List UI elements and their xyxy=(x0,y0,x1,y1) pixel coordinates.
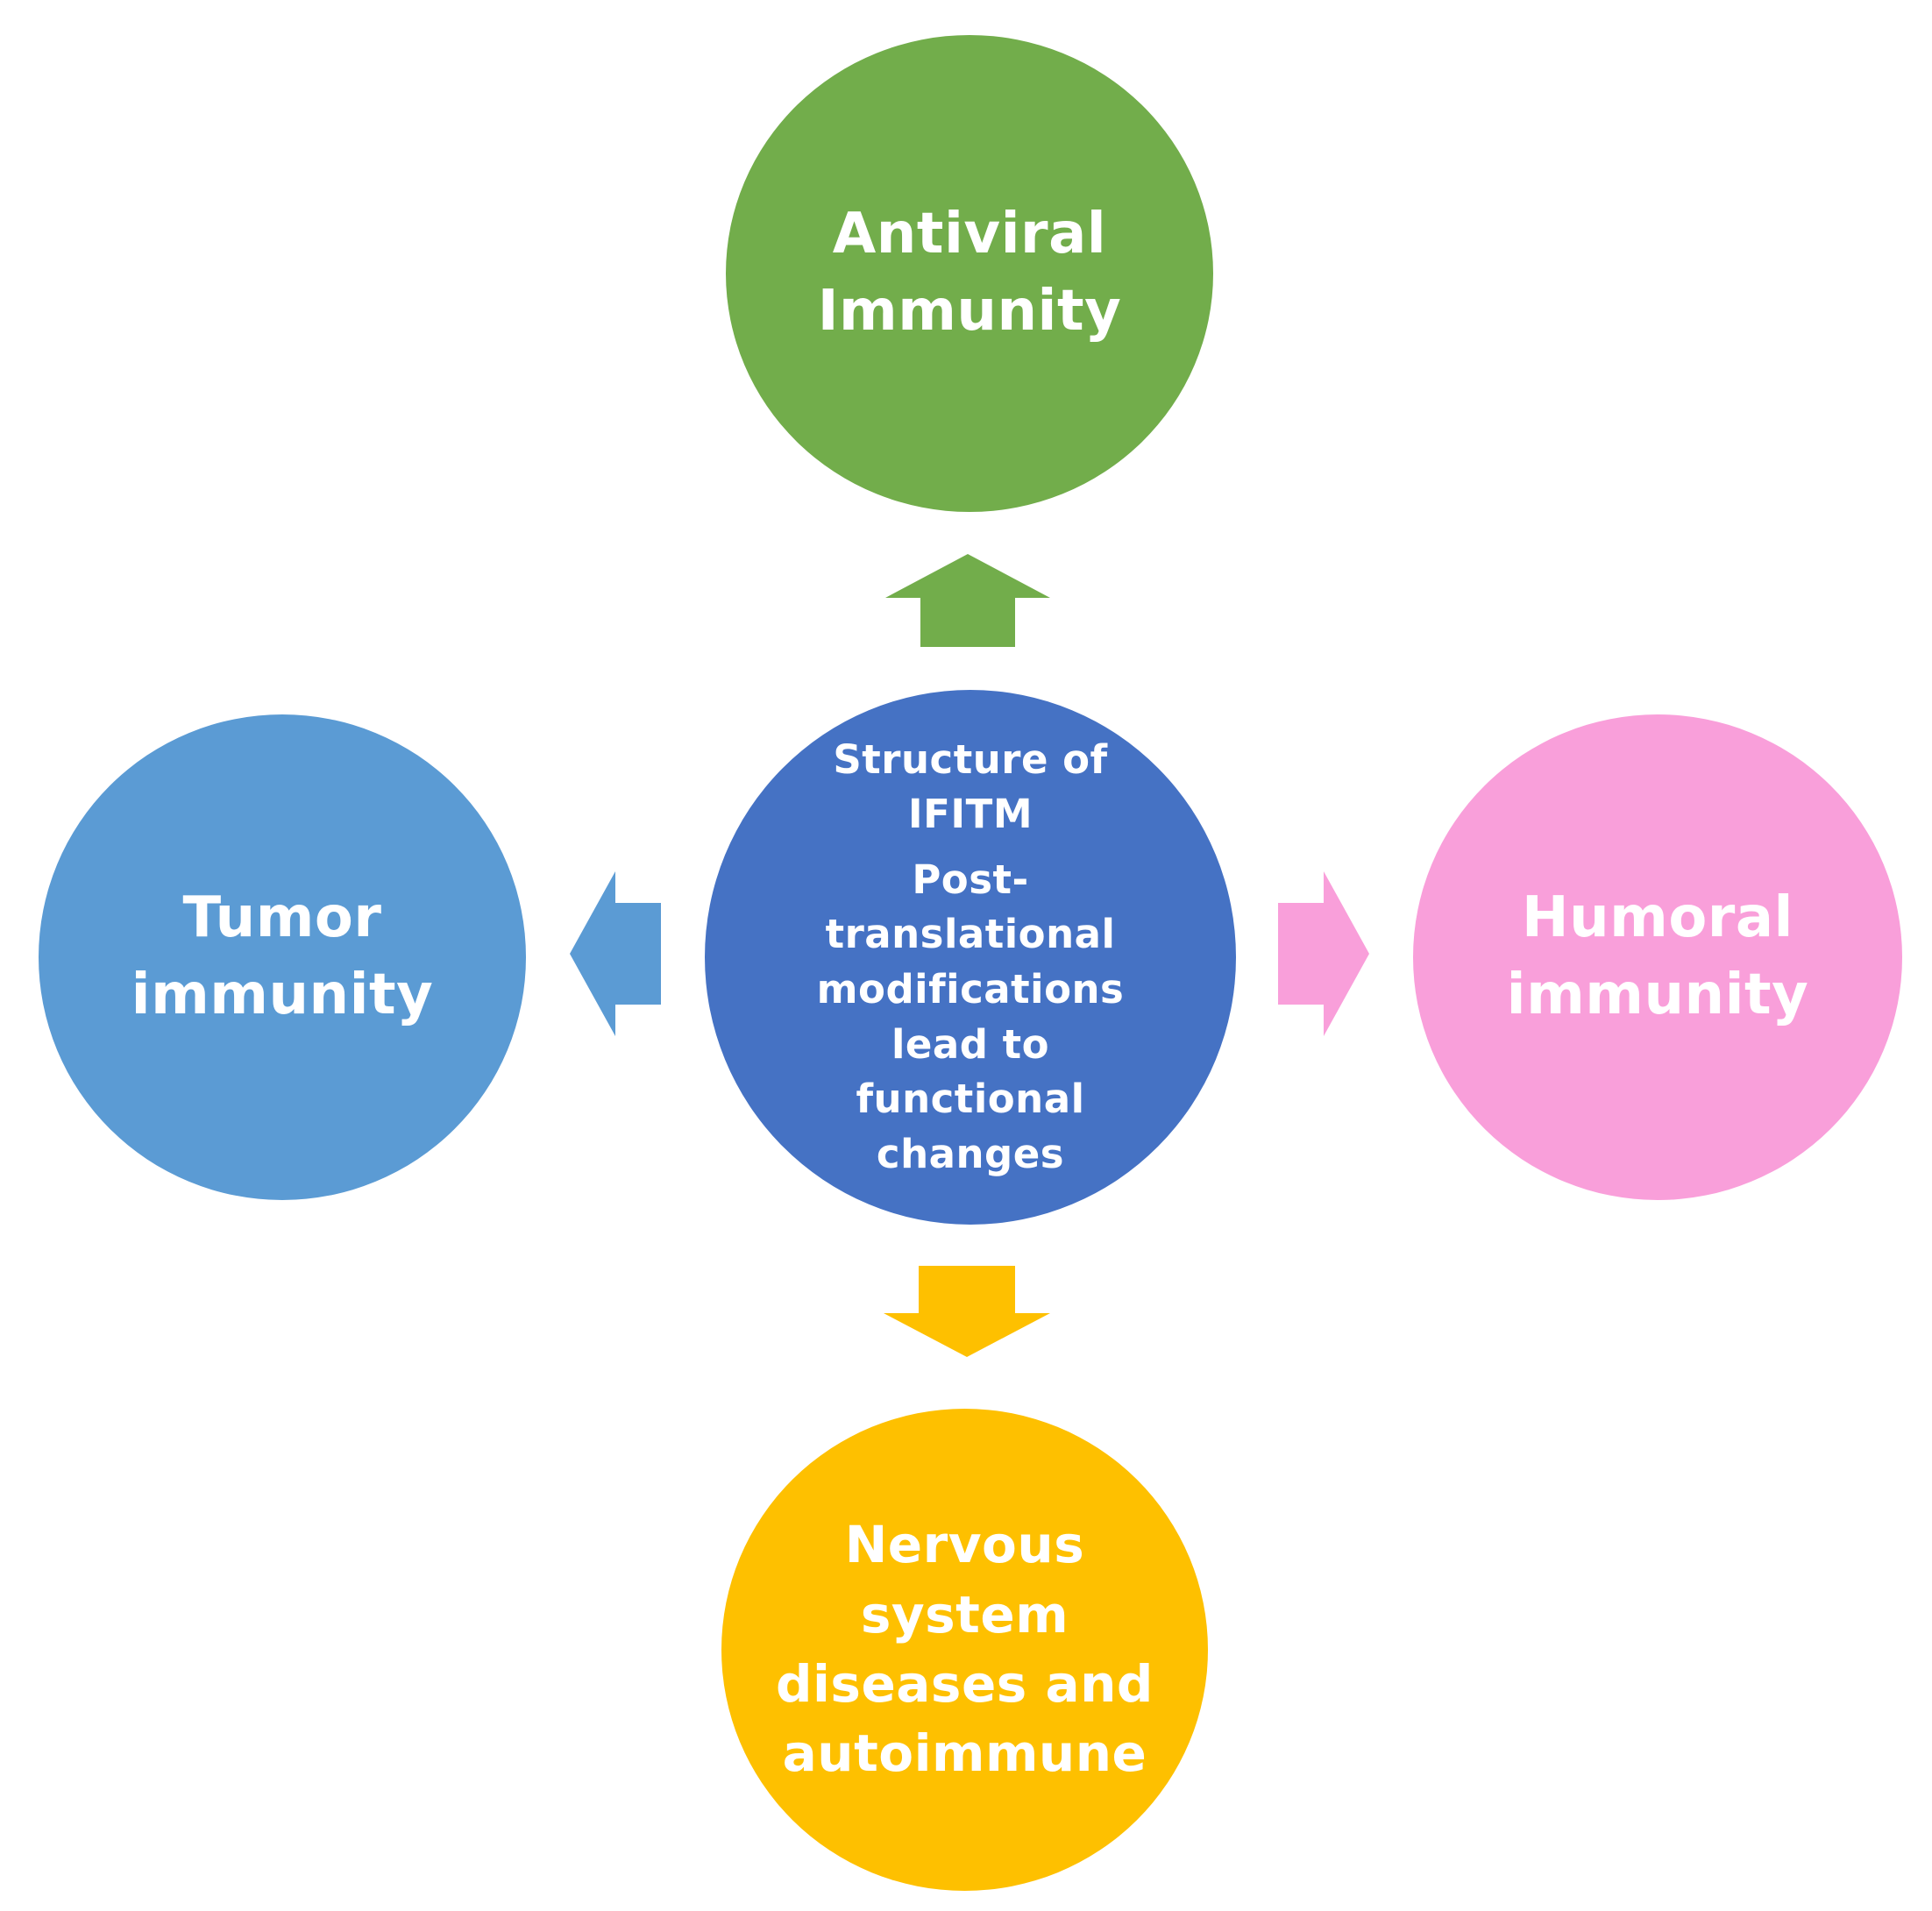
humoral-immunity-node: Humoral immunity xyxy=(1413,714,1902,1200)
antiviral-immunity-node: Antiviral Immunity xyxy=(726,35,1213,512)
center-title: Structure of IFITM xyxy=(833,735,1108,838)
arrow-up-icon xyxy=(885,554,1050,647)
nervous-system-node: Nervous system diseases and autoimmune xyxy=(721,1409,1208,1891)
ifitm-center-node: Structure of IFITM Post-translational mo… xyxy=(705,690,1236,1225)
antiviral-immunity-label: Antiviral Immunity xyxy=(817,202,1122,344)
nervous-system-label: Nervous system diseases and autoimmune xyxy=(776,1515,1154,1784)
arrow-right-icon xyxy=(1278,871,1369,1036)
arrow-left-icon xyxy=(570,871,661,1036)
arrow-down-icon xyxy=(884,1266,1050,1357)
tumor-immunity-node: Tumor immunity xyxy=(39,714,526,1200)
center-body: Post-translational modifications lead to… xyxy=(816,856,1125,1177)
humoral-immunity-label: Humoral immunity xyxy=(1506,885,1809,1027)
tumor-immunity-label: Tumor immunity xyxy=(131,885,434,1027)
